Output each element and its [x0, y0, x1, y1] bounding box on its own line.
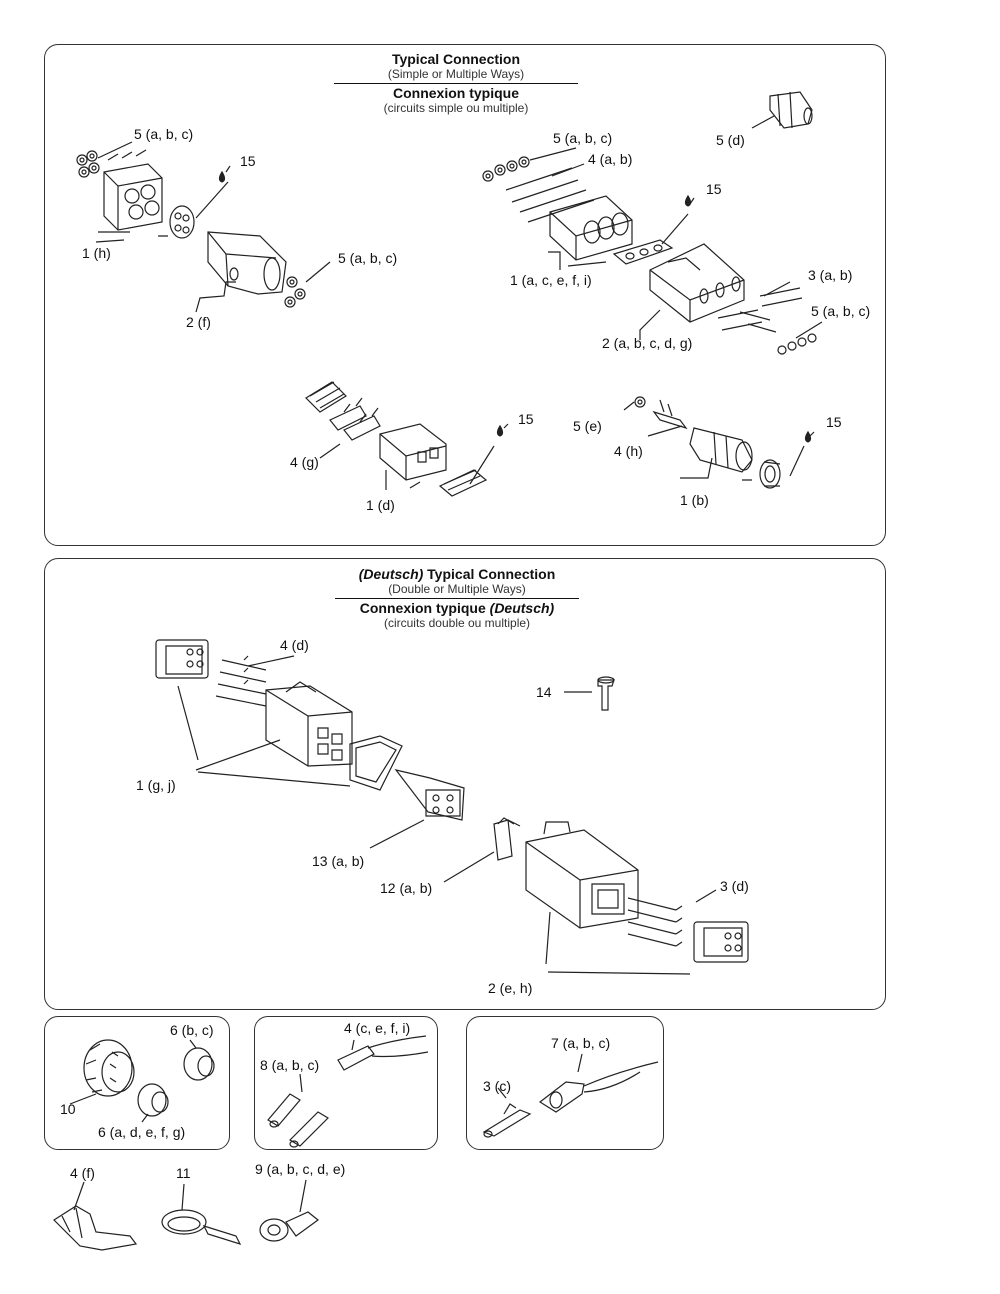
nut-10 [84, 1040, 134, 1096]
sensor-panel [466, 1016, 664, 1150]
label-1gj: 1 (g, j) [136, 777, 176, 793]
housing-2f [208, 232, 286, 294]
connector-1h [104, 150, 162, 230]
grease-drop-1 [220, 172, 225, 182]
label-4g: 4 (g) [290, 454, 319, 470]
label-4cefi: 4 (c, e, f, i) [344, 1020, 411, 1036]
label-4d: 4 (d) [280, 637, 309, 653]
contacts-4d [216, 656, 266, 706]
terminal-4f [54, 1206, 136, 1250]
label-5abc-2: 5 (a, b, c) [338, 250, 398, 266]
deutsch-title-fr: Connexion typique (Deutsch) [359, 600, 555, 616]
splice-panel [254, 1016, 438, 1150]
label-15-3: 15 [518, 411, 534, 427]
seal-cap-1b [760, 460, 780, 488]
deutsch-subtitle-en: (Double or Multiple Ways) [388, 582, 526, 596]
label-5d: 5 (d) [716, 132, 745, 148]
label-9abcde: 9 (a, b, c, d, e) [255, 1161, 346, 1177]
seal-block-1d [440, 470, 486, 496]
terminals-3ab [718, 288, 802, 332]
seal-rings-5abc-left [77, 151, 99, 177]
label-10: 10 [60, 1101, 76, 1117]
label-2eh: 2 (e, h) [488, 980, 533, 996]
label-1h: 1 (h) [82, 245, 111, 261]
subtitle-en: (Simple or Multiple Ways) [387, 67, 525, 81]
seal-5e [635, 397, 645, 407]
label-4h: 4 (h) [614, 443, 643, 459]
sleeves-8abc [268, 1094, 328, 1147]
tie-11 [162, 1210, 240, 1244]
label-3c: 3 (c) [483, 1078, 511, 1094]
deutsch-panel-title: (Deutsch) Typical Connection (Double or … [326, 567, 588, 631]
terminals-4ab [506, 168, 594, 222]
deutsch-connection-panel [44, 558, 886, 1010]
title-en: Typical Connection [391, 51, 521, 67]
label-4f: 4 (f) [70, 1165, 95, 1181]
cap-6bc [184, 1048, 214, 1080]
wedgelock-12ab [494, 818, 520, 860]
terminal-5d [770, 92, 812, 128]
grommet-bottom-right [694, 922, 748, 962]
label-5abc-4: 5 (a, b, c) [811, 303, 871, 319]
label-3d: 3 (d) [720, 878, 749, 894]
seal-rings-top-right [483, 157, 529, 181]
label-1d: 1 (d) [366, 497, 395, 513]
title-fr: Connexion typique [393, 85, 519, 101]
terminals-4g [330, 398, 380, 440]
label-1b: 1 (b) [680, 492, 709, 508]
sensor-7abc [484, 1062, 658, 1137]
grease-drop-2 [686, 196, 691, 206]
seal-rings-5abc-lower [778, 334, 816, 354]
label-15-4: 15 [826, 414, 842, 430]
plug-2eh [526, 822, 638, 928]
grease-drop-4 [806, 432, 811, 442]
connector-1b [690, 428, 752, 472]
receptacle-1gj [266, 682, 352, 766]
label-1acefi: 1 (a, c, e, f, i) [510, 272, 592, 288]
label-5abc-3: 5 (a, b, c) [553, 130, 613, 146]
label-14: 14 [536, 684, 552, 700]
label-11: 11 [176, 1165, 191, 1181]
interface-seal [350, 736, 402, 790]
connector-1acefi [550, 196, 632, 260]
connector-1d [380, 424, 446, 480]
label-2abcdg: 2 (a, b, c, d, g) [602, 335, 693, 351]
splice-4cefi [338, 1036, 428, 1070]
label-15-2: 15 [706, 181, 722, 197]
label-2f: 2 (f) [186, 314, 211, 330]
grommet-top-left [156, 640, 208, 678]
caps-nut-panel [44, 1016, 230, 1150]
label-8abc: 8 (a, b, c) [260, 1057, 320, 1073]
label-6bc: 6 (b, c) [170, 1022, 214, 1038]
label-12ab: 12 (a, b) [380, 880, 433, 896]
label-7abc: 7 (a, b, c) [551, 1035, 611, 1051]
seal-4g [306, 382, 346, 412]
pin-14 [598, 677, 614, 710]
label-4ab: 4 (a, b) [588, 151, 633, 167]
deutsch-subtitle-fr: (circuits double ou multiple) [383, 616, 531, 630]
label-6adefg: 6 (a, d, e, f, g) [98, 1124, 186, 1140]
seal-block [614, 240, 672, 264]
label-15-1: 15 [240, 153, 256, 169]
ring-terminal-9abcde [260, 1212, 318, 1241]
subtitle-fr: (circuits simple ou multiple) [383, 101, 529, 115]
cap-6adefg [138, 1084, 168, 1116]
top-panel-title: Typical Connection (Simple or Multiple W… [332, 52, 580, 116]
grease-drop-3 [498, 426, 503, 436]
label-3ab: 3 (a, b) [808, 267, 853, 283]
wedgelock-13ab [396, 770, 464, 820]
label-13ab: 13 (a, b) [312, 853, 365, 869]
deutsch-title-en: (Deutsch) Typical Connection [358, 566, 556, 582]
terminal-4h [654, 400, 686, 428]
housing-2abcdg [650, 244, 744, 322]
contacts-3d [628, 898, 682, 946]
label-5e: 5 (e) [573, 418, 602, 434]
label-5abc-1: 5 (a, b, c) [134, 126, 194, 142]
typical-connection-panel [44, 44, 886, 546]
seal-disc [170, 206, 194, 238]
seal-rings-5abc-right [285, 277, 305, 307]
